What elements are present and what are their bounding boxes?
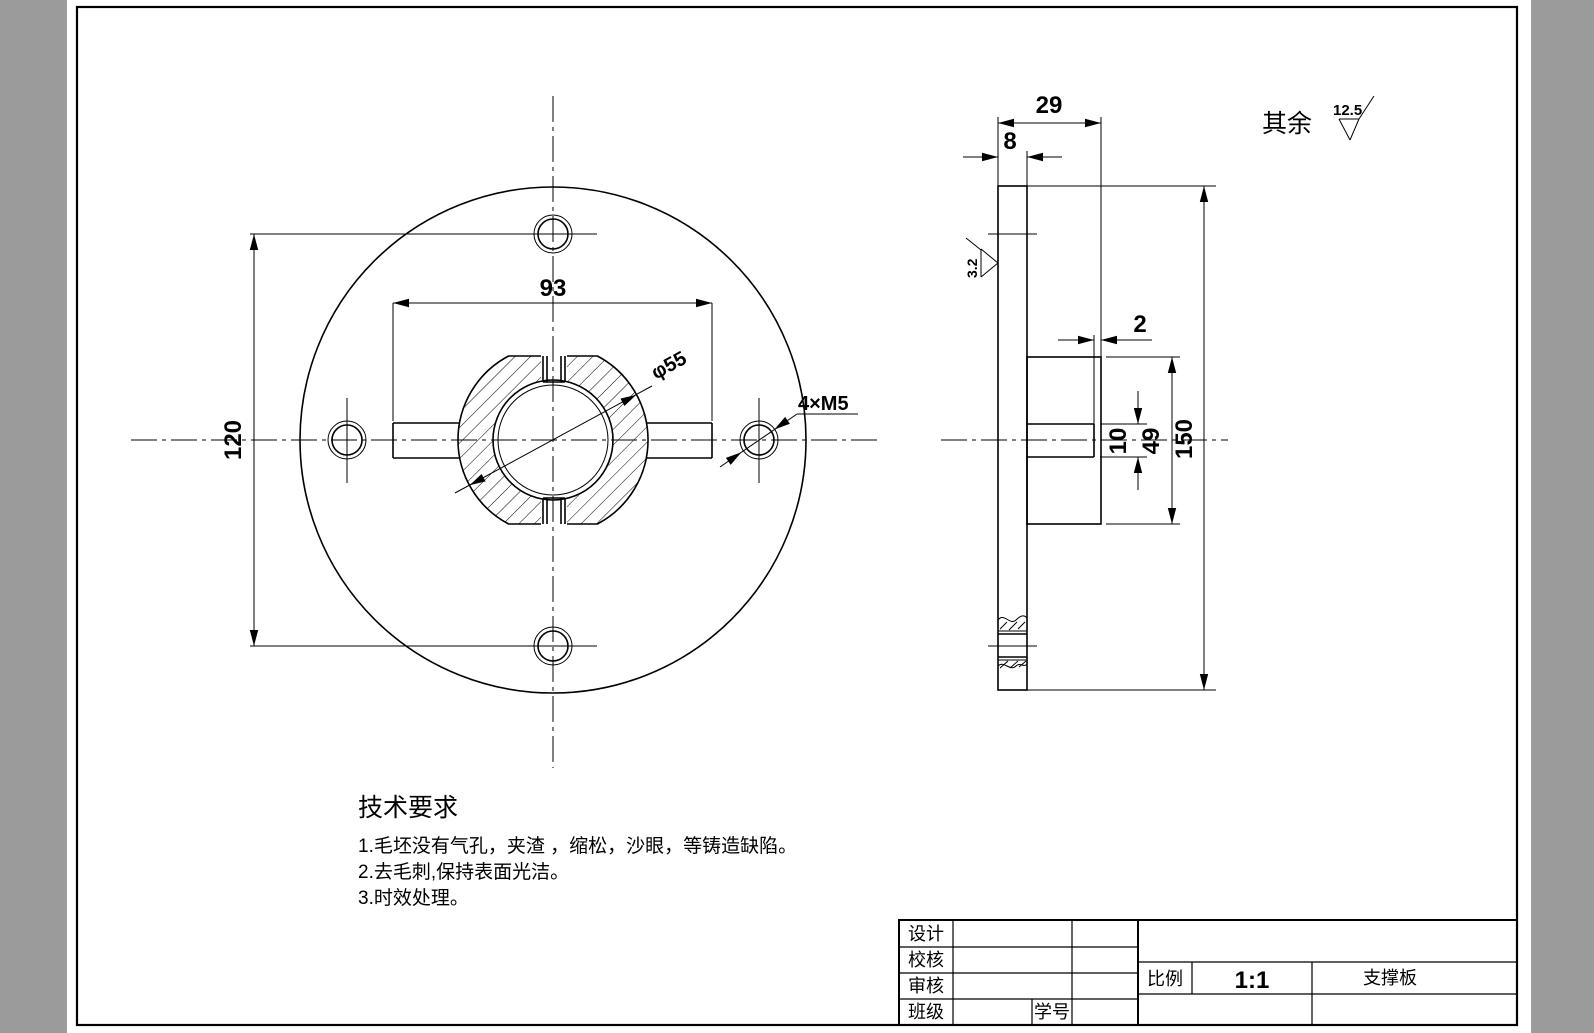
dim-93: 93 bbox=[392, 275, 713, 421]
dim-93-label: 93 bbox=[540, 275, 567, 302]
dim-120-label: 120 bbox=[220, 420, 247, 460]
title-block-design-label: 设计 bbox=[908, 924, 944, 944]
general-note-prefix: 其余 bbox=[1262, 110, 1312, 138]
front-view: 93 120 φ55 4×M5 bbox=[131, 96, 882, 768]
breakout-section bbox=[997, 615, 1028, 669]
title-block: 设计 校核 审核 班级 学号 比例 1:1 支撑板 bbox=[898, 919, 1518, 1026]
dim-10: 10 bbox=[1100, 391, 1147, 490]
dim-150-label: 150 bbox=[1171, 419, 1198, 459]
tech-req-item-3: 3.时效处理。 bbox=[358, 887, 469, 909]
general-roughness-note: 其余 12.5 bbox=[1262, 95, 1375, 141]
title-block-part-name: 支撑板 bbox=[1363, 968, 1417, 988]
title-block-scale-value: 1:1 bbox=[1235, 967, 1270, 994]
dim-2-label: 2 bbox=[1133, 311, 1146, 338]
title-block-class-label: 班级 bbox=[908, 1002, 944, 1022]
dim-29: 29 bbox=[997, 92, 1102, 357]
title-block-check-label: 校核 bbox=[908, 950, 944, 970]
dim-29-label: 29 bbox=[1036, 92, 1063, 119]
tech-req-title: 技术要求 bbox=[358, 794, 458, 822]
general-note-value: 12.5 bbox=[1333, 102, 1362, 119]
thread-note: 4×M5 bbox=[719, 393, 858, 468]
dim-2: 2 bbox=[1058, 311, 1152, 424]
dim-8: 8 bbox=[963, 128, 1062, 186]
hub-slit-top-mask bbox=[541, 353, 567, 383]
dim-10-label: 10 bbox=[1105, 428, 1132, 455]
canvas-margin-left bbox=[0, 0, 67, 1033]
title-block-audit-label: 审核 bbox=[908, 976, 944, 996]
drawing-frame bbox=[75, 5, 1519, 1027]
thread-note-label: 4×M5 bbox=[798, 393, 849, 415]
dim-120: 120 bbox=[220, 234, 259, 646]
canvas-margin-right bbox=[1531, 0, 1594, 1033]
tech-req-item-2: 2.去毛刺,保持表面光洁。 bbox=[358, 861, 569, 883]
tech-requirements: 技术要求 1.毛坯没有气孔，夹渣 ，缩松，沙眼，等铸造缺陷。 2.去毛刺,保持表… bbox=[358, 794, 797, 909]
dim-150: 150 bbox=[1027, 185, 1216, 691]
dim-49: 49 bbox=[1106, 356, 1180, 525]
dim-49-label: 49 bbox=[1138, 428, 1165, 455]
title-block-scale-label: 比例 bbox=[1147, 969, 1183, 989]
hub-slit-bottom-mask bbox=[541, 497, 567, 527]
title-block-student-no-label: 学号 bbox=[1034, 1002, 1070, 1022]
roughness-3-2: 3.2 bbox=[964, 237, 999, 278]
dim-8-label: 8 bbox=[1003, 128, 1016, 155]
roughness-3-2-label: 3.2 bbox=[964, 258, 980, 278]
hub-slit-top bbox=[542, 356, 566, 383]
hub-slit-bottom bbox=[542, 497, 566, 524]
side-view: 29 8 2 10 bbox=[941, 92, 1228, 691]
tech-req-item-1: 1.毛坯没有气孔，夹渣 ，缩松，沙眼，等铸造缺陷。 bbox=[358, 835, 797, 857]
